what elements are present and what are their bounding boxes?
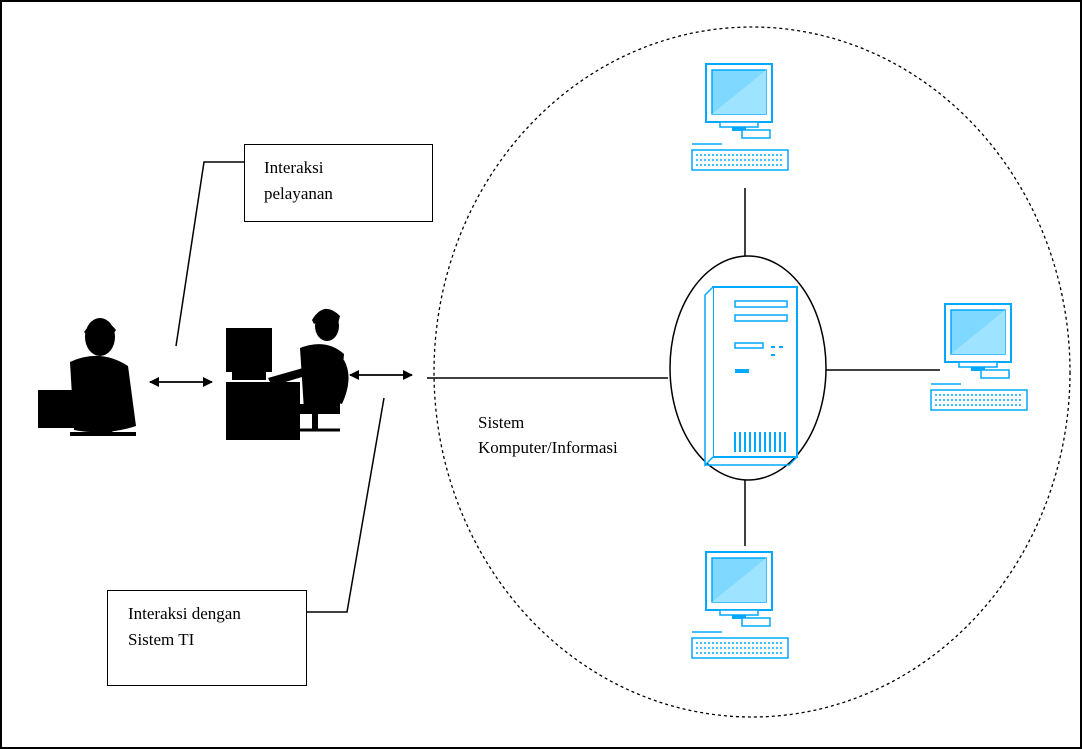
customer-person-icon bbox=[38, 318, 136, 436]
server-tower-icon bbox=[704, 286, 798, 466]
leader-it-interaction bbox=[307, 397, 385, 613]
callout-it-line1: Interaksi dengan bbox=[128, 604, 241, 623]
workstation-computer-icon bbox=[691, 63, 789, 171]
callout-it-interaction: Interaksi dengan Sistem TI bbox=[107, 590, 307, 686]
callout-service-line2: pelayanan bbox=[264, 184, 333, 203]
network-boundary bbox=[433, 26, 1071, 718]
workstation-computer-icon bbox=[930, 303, 1028, 411]
callout-it-line2: Sistem TI bbox=[128, 630, 195, 649]
workstation-computer-icon bbox=[691, 551, 789, 659]
leader-service-interaction bbox=[175, 161, 244, 347]
system-label-line1: Sistem bbox=[478, 413, 525, 432]
system-label-line2: Komputer/Informasi bbox=[478, 438, 618, 457]
staff-at-desk-icon bbox=[226, 308, 349, 440]
server-hub-ellipse bbox=[669, 255, 827, 481]
callout-service-line1: Interaksi bbox=[264, 158, 324, 177]
callout-service-interaction: Interaksi pelayanan bbox=[244, 144, 433, 222]
